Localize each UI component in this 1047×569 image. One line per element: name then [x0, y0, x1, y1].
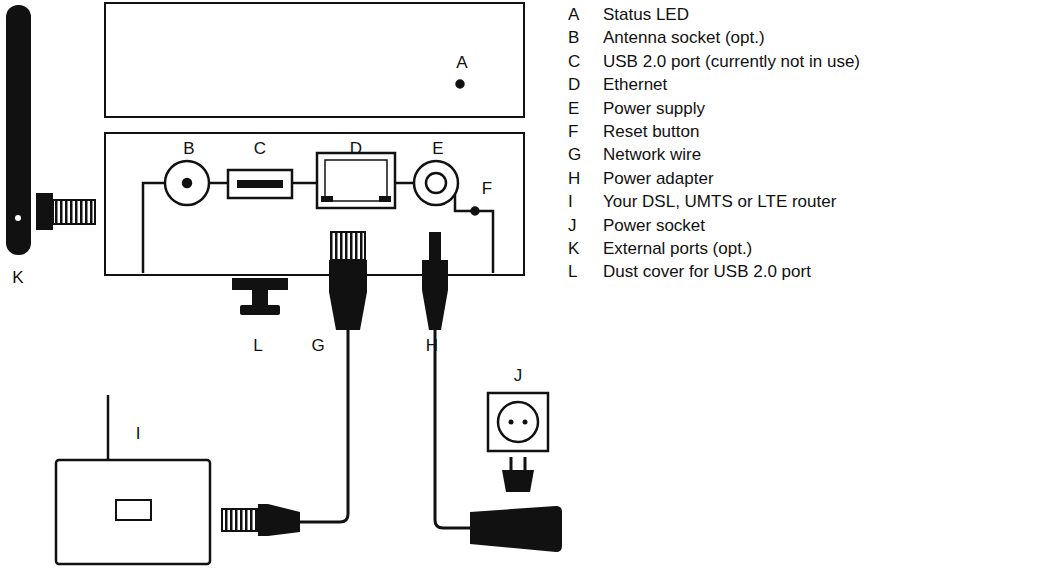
legend-description: Network wire — [603, 146, 701, 163]
callout-letter: D — [350, 140, 362, 157]
power-socket-device — [414, 161, 458, 205]
callout-letter: C — [254, 140, 266, 157]
dust-cover — [232, 278, 288, 315]
callout-letter: K — [12, 269, 23, 286]
callout-letter: G — [311, 337, 324, 354]
callout-letter: H — [426, 337, 438, 354]
legend-description: USB 2.0 port (currently not in use) — [603, 52, 860, 69]
router — [56, 395, 210, 564]
legend-description: Status LED — [603, 6, 689, 23]
legend-description: Power adapter — [603, 169, 714, 186]
legend-description: Power supply — [603, 99, 705, 116]
status-led — [457, 81, 464, 88]
callout-letter: J — [514, 367, 523, 384]
legend-letter: B — [568, 29, 579, 46]
callout-letter: L — [253, 337, 262, 354]
legend-letter: J — [568, 216, 577, 233]
power-socket — [488, 393, 548, 492]
callout-letter: E — [432, 140, 443, 157]
legend-letter: D — [568, 76, 580, 93]
callout-letter: A — [456, 54, 467, 71]
legend-description: External ports (opt.) — [603, 240, 752, 257]
legend-letter: A — [568, 6, 579, 23]
legend-letter: I — [568, 193, 573, 210]
callout-letter: F — [482, 180, 492, 197]
usb-port — [228, 170, 292, 198]
antenna — [6, 5, 95, 255]
legend-letter: L — [568, 263, 577, 280]
ethernet-port — [317, 153, 395, 208]
legend-letter: G — [568, 146, 581, 163]
legend-description: Reset button — [603, 123, 699, 140]
legend-description: Dust cover for USB 2.0 port — [603, 263, 811, 280]
power-adapter — [422, 232, 562, 552]
legend-letter: K — [568, 240, 579, 257]
network-wire — [222, 232, 367, 536]
legend-description: Power socket — [603, 216, 705, 233]
device-front-panel: A — [104, 2, 525, 118]
antenna-socket — [165, 161, 209, 205]
device-back-panel: B C D E F — [104, 132, 525, 276]
legend-letter: C — [568, 52, 580, 69]
reset-button — [472, 208, 479, 215]
legend-letter: E — [568, 99, 579, 116]
callout-letter: B — [183, 140, 194, 157]
legend-letter: H — [568, 169, 580, 186]
callout-letter: I — [136, 425, 141, 442]
legend-description: Your DSL, UMTS or LTE router — [603, 193, 836, 210]
legend-description: Antenna socket (opt.) — [603, 29, 765, 46]
legend-letter: F — [568, 123, 578, 140]
legend-description: Ethernet — [603, 76, 667, 93]
